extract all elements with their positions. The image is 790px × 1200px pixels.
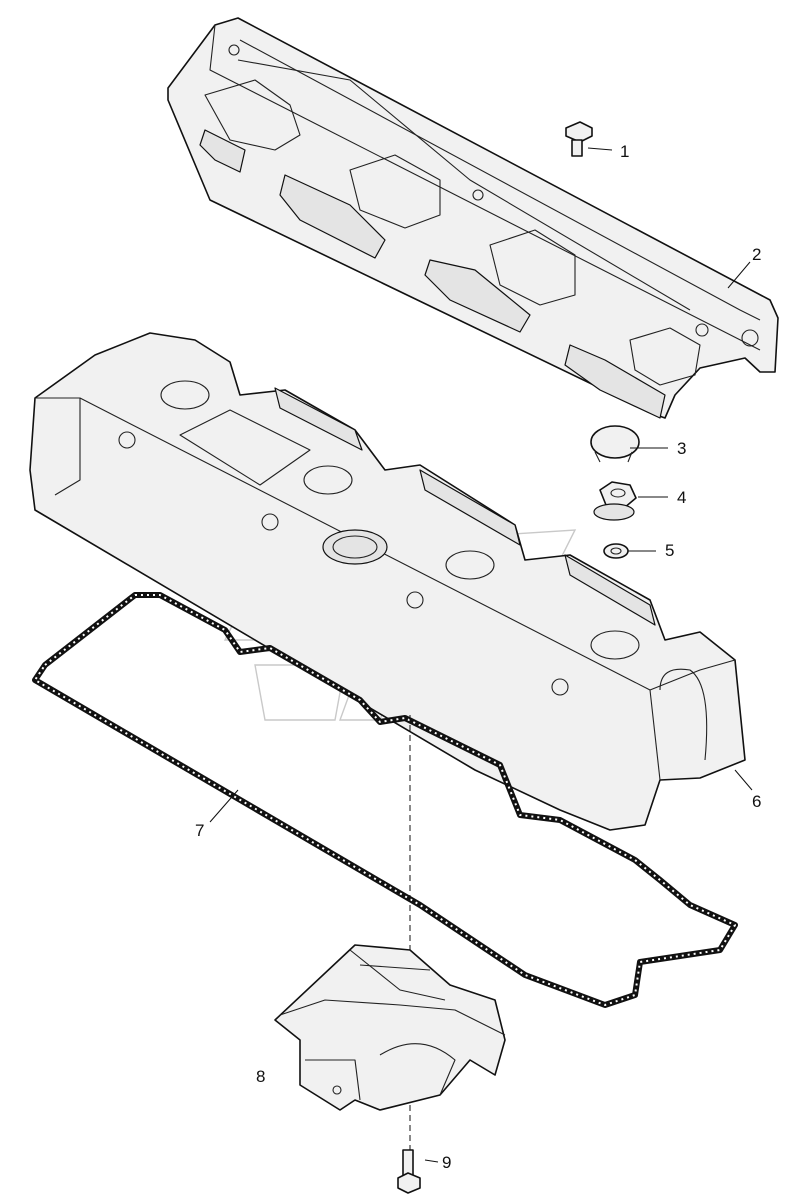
callout-1: 1 xyxy=(620,142,629,161)
callout-6: 6 xyxy=(752,792,761,811)
callout-4: 4 xyxy=(677,488,686,507)
callout-9: 9 xyxy=(442,1153,451,1172)
callout-2: 2 xyxy=(752,245,761,264)
gasket xyxy=(32,592,738,1008)
bracket-8 xyxy=(274,944,506,1111)
valve-cover xyxy=(29,332,746,831)
bolt-9 xyxy=(397,1149,421,1194)
cover-shield xyxy=(167,17,779,419)
cap-3 xyxy=(590,425,640,463)
callout-5: 5 xyxy=(665,541,674,560)
bolt-1 xyxy=(565,121,593,157)
leader-lines xyxy=(209,147,753,1163)
callout-8: 8 xyxy=(256,1067,265,1086)
callout-3: 3 xyxy=(677,439,686,458)
nut-4 xyxy=(593,481,637,521)
washer-5 xyxy=(603,543,629,559)
callout-7: 7 xyxy=(195,821,204,840)
